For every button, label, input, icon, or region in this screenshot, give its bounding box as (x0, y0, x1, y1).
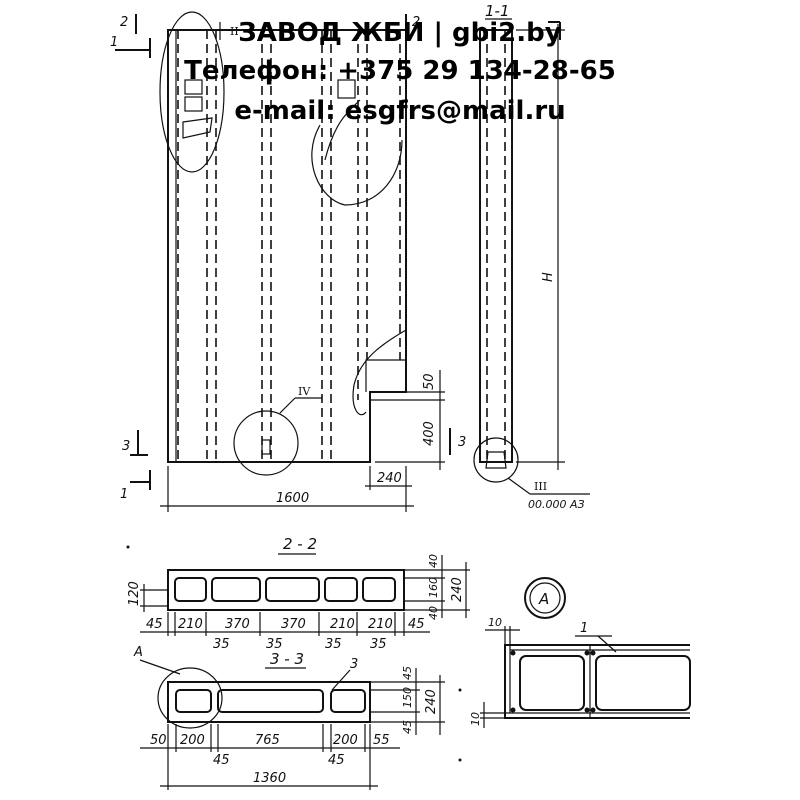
sec33-rib-dim-1: 45 (213, 753, 230, 768)
elevation-view: II IV 2 1 2 3 1 3 1600 240 (110, 11, 466, 512)
sec22-bottom-dim-7: 45 (408, 617, 425, 632)
sec33-rib-dim-2: 45 (328, 753, 345, 768)
sec22-rib-dim-4: 35 (370, 637, 387, 652)
section-2-2-title: 2 - 2 (283, 535, 317, 553)
dim-notch-240: 240 (377, 471, 402, 486)
height-label: H (541, 272, 556, 282)
sec22-bottom-dim-6: 210 (368, 617, 393, 632)
sec22-bottom-dim-3: 370 (225, 617, 250, 632)
sec22-right-dim-2: 160 (427, 577, 440, 598)
callout-2: II (230, 25, 239, 38)
section-2-2: 2 - 2 120 40 160 40 240 45 210 (127, 535, 470, 652)
section-mark-2-top: 2 (120, 15, 128, 30)
callout-4: IV (298, 385, 311, 398)
sec22-rib-dim-1: 35 (213, 637, 230, 652)
section-3-3: 3 - 3 А 3 45 150 45 240 50 200 765 (133, 645, 445, 790)
side-note: 00.000 АЗ (528, 498, 585, 511)
dim-notch-400: 400 (422, 421, 437, 446)
sec33-right-dim-2: 150 (401, 687, 414, 708)
section-mark-2-right: 2 (412, 15, 420, 30)
sec33-total-height: 240 (424, 689, 439, 714)
sec33-bottom-dim-5: 55 (373, 733, 390, 748)
detail-a-dim-top: 10 (488, 616, 502, 629)
detail-a: А 1 10 10 (469, 577, 691, 728)
sec22-left-height: 120 (127, 581, 142, 606)
sec33-bottom-dim-2: 200 (180, 733, 205, 748)
sec22-rib-dim-2: 35 (266, 637, 283, 652)
dim-width-1600: 1600 (276, 491, 309, 506)
sec22-rib-dim-3: 35 (325, 637, 342, 652)
detail-a-letter: А (538, 590, 549, 608)
watermark-line-2: Телефон: +375 29 134-28-65 (184, 56, 616, 86)
detail-a-leader-label: 1 (580, 621, 588, 636)
sec33-bottom-dim-3: 765 (255, 733, 280, 748)
sec22-bottom-dim-2: 210 (178, 617, 203, 632)
sec33-bottom-dim-1: 50 (150, 733, 167, 748)
section-mark-3-left: 3 (122, 439, 130, 454)
sec22-right-dim-1: 40 (427, 554, 440, 568)
section-3-3-title: 3 - 3 (270, 650, 304, 668)
section-mark-3-right: 3 (458, 435, 466, 450)
section-1-1-title: 1-1 (485, 2, 510, 20)
sec33-right-dim-3: 45 (401, 720, 414, 734)
sec33-right-dim-1: 45 (401, 666, 414, 680)
sec33-leader-label: 3 (350, 657, 358, 672)
callout-3: III (534, 480, 547, 493)
section-mark-1-bottom: 1 (120, 487, 128, 502)
sec22-right-dim-3: 40 (427, 606, 440, 620)
watermark-line-3: e-mail: esgfrs@mail.ru (234, 96, 566, 126)
sec22-bottom-dim-5: 210 (330, 617, 355, 632)
sec22-total-height: 240 (450, 577, 465, 602)
sec33-callout-letter: А (133, 645, 143, 660)
watermark-line-1: ЗАВОД ЖБИ | gbi2.by (238, 18, 562, 48)
sec33-total-width: 1360 (253, 771, 286, 786)
side-view-1-1: 1-1 H III 00.000 АЗ (473, 2, 590, 511)
dim-notch-50: 50 (422, 373, 437, 390)
sec33-bottom-dim-4: 200 (333, 733, 358, 748)
section-mark-1-top: 1 (110, 35, 118, 50)
sec22-bottom-dim-1: 45 (146, 617, 163, 632)
detail-a-dim-bottom: 10 (469, 712, 482, 726)
sec22-bottom-dim-4: 370 (281, 617, 306, 632)
